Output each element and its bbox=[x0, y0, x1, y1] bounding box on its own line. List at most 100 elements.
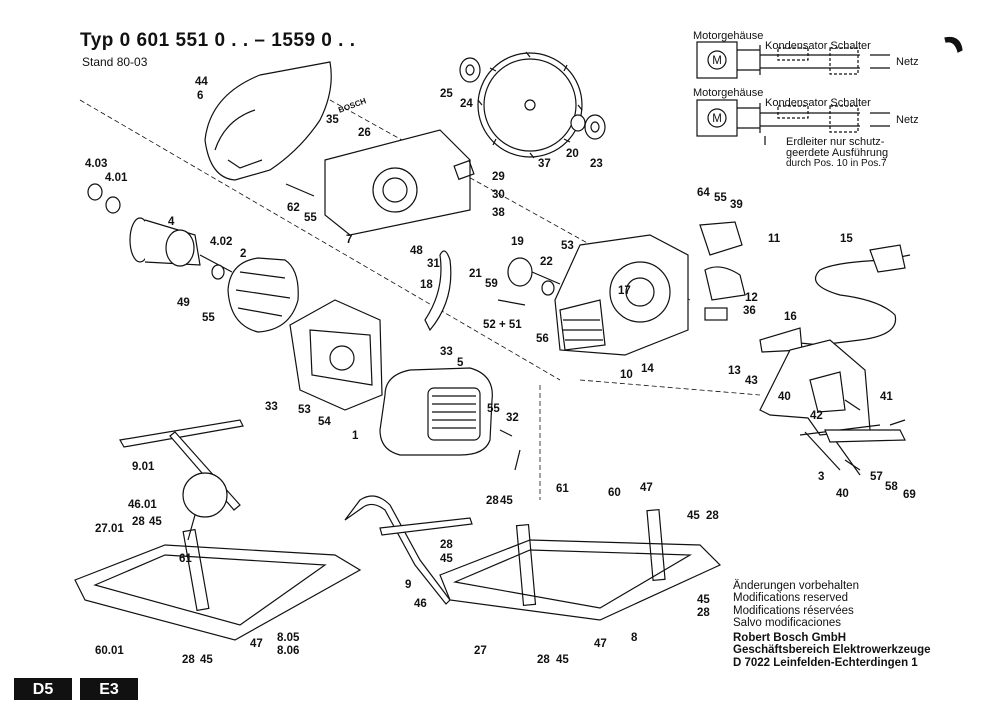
part-number-p61b: 61 bbox=[556, 483, 569, 495]
page-tab-e3: E3 bbox=[80, 678, 138, 700]
capacitor-switch-label-1: Kondensator Schalter bbox=[765, 40, 871, 52]
part-number-p23: 23 bbox=[590, 158, 603, 170]
part-number-p22: 22 bbox=[540, 256, 553, 268]
part-number-p45c: 45 bbox=[687, 510, 700, 522]
part-number-p17: 17 bbox=[618, 285, 631, 297]
part-number-p806: 8.06 bbox=[277, 645, 300, 657]
part-number-p403: 4.03 bbox=[85, 158, 108, 170]
part-number-p42: 42 bbox=[810, 410, 823, 422]
part-number-p47a: 47 bbox=[250, 638, 263, 650]
part-number-p28f: 28 bbox=[697, 607, 710, 619]
motor-housing-label-1: Motorgehäuse bbox=[693, 30, 764, 42]
part-number-p56: 56 bbox=[536, 333, 549, 345]
part-number-p2701: 27.01 bbox=[95, 523, 124, 535]
part-number-p28e: 28 bbox=[440, 539, 453, 551]
part-number-p33b: 33 bbox=[265, 401, 278, 413]
part-number-p53b: 53 bbox=[298, 404, 311, 416]
part-number-p20: 20 bbox=[566, 148, 579, 160]
netz-label-2: Netz bbox=[896, 114, 919, 126]
company-name: Robert Bosch GmbH bbox=[733, 632, 847, 644]
part-number-p32: 32 bbox=[506, 412, 519, 424]
part-number-p31: 31 bbox=[427, 258, 440, 270]
part-number-p7: 7 bbox=[346, 234, 353, 246]
part-number-p28b: 28 bbox=[182, 654, 195, 666]
part-number-p15: 15 bbox=[840, 233, 853, 245]
part-number-p28g: 28 bbox=[537, 654, 550, 666]
part-number-p29: 29 bbox=[492, 171, 505, 183]
part-number-p1: 1 bbox=[352, 430, 359, 442]
part-number-p11: 11 bbox=[768, 233, 781, 245]
earth-note-line3: durch Pos. 10 in Pos.7 bbox=[786, 158, 887, 169]
part-number-p28c: 28 bbox=[486, 495, 499, 507]
part-number-p30: 30 bbox=[492, 189, 505, 201]
earth-note-line1: Erdleiter nur schutz- bbox=[786, 136, 885, 148]
wiring-diagram-1 bbox=[696, 41, 890, 79]
part-number-p39: 39 bbox=[730, 199, 743, 211]
company-address: Robert Bosch GmbH Geschäftsbereich Elekt… bbox=[733, 632, 931, 669]
part-number-p402: 4.02 bbox=[210, 236, 233, 248]
company-location: D 7022 Leinfelden-Echterdingen 1 bbox=[733, 656, 918, 669]
base-plate-right bbox=[439, 508, 722, 621]
part-number-p24: 24 bbox=[460, 98, 473, 110]
saw-blade bbox=[477, 51, 583, 159]
part-number-p45f: 45 bbox=[697, 594, 710, 606]
part-number-p28a: 28 bbox=[132, 516, 145, 528]
part-number-p4: 4 bbox=[168, 216, 175, 228]
part-number-p49: 49 bbox=[177, 297, 190, 309]
part-number-p4601: 46.01 bbox=[128, 499, 157, 511]
mod-line: Modifications réservées bbox=[733, 604, 854, 617]
capacitor-switch-label-2: Kondensator Schalter bbox=[765, 97, 871, 109]
gear-housing-cover bbox=[324, 129, 475, 236]
page-tab-d5: D5 bbox=[14, 678, 72, 700]
blade-guard bbox=[204, 61, 332, 181]
part-number-p48: 48 bbox=[410, 245, 423, 257]
part-number-p43: 43 bbox=[745, 375, 758, 387]
part-number-p9: 9 bbox=[405, 579, 412, 591]
field-coil bbox=[227, 257, 299, 333]
rear-handle bbox=[759, 339, 881, 476]
part-number-p59: 59 bbox=[485, 278, 498, 290]
part-number-p55d: 55 bbox=[487, 403, 500, 415]
part-number-p58: 58 bbox=[885, 481, 898, 493]
netz-label-1: Netz bbox=[896, 56, 919, 68]
part-number-p44: 44 bbox=[195, 76, 208, 88]
part-number-p55a: 55 bbox=[202, 312, 215, 324]
part-number-p6001: 60.01 bbox=[95, 645, 124, 657]
part-number-p40a: 40 bbox=[778, 391, 791, 403]
part-number-p25: 25 bbox=[440, 88, 453, 100]
part-number-p64: 64 bbox=[697, 187, 710, 199]
part-number-p53a: 53 bbox=[561, 240, 574, 252]
motor-symbol-1: M bbox=[712, 55, 722, 67]
part-number-p12: 12 bbox=[745, 292, 758, 304]
part-number-p41: 41 bbox=[880, 391, 893, 403]
part-number-p37: 37 bbox=[538, 158, 551, 170]
part-number-p55c: 55 bbox=[714, 192, 727, 204]
part-number-p69: 69 bbox=[903, 489, 916, 501]
part-number-p401: 4.01 bbox=[105, 172, 128, 184]
part-number-p5: 5 bbox=[457, 357, 464, 369]
part-number-p805: 8.05 bbox=[277, 632, 300, 644]
motor-housing bbox=[289, 299, 383, 411]
base-plate-left bbox=[74, 528, 362, 641]
part-number-p14: 14 bbox=[641, 363, 654, 375]
part-number-p35: 35 bbox=[326, 114, 339, 126]
earth-note-line2: geerdete Ausführung bbox=[786, 147, 889, 159]
part-number-p46: 46 bbox=[414, 598, 427, 610]
part-number-p21: 21 bbox=[469, 268, 482, 280]
part-number-p38: 38 bbox=[492, 207, 505, 219]
part-number-p36: 36 bbox=[743, 305, 756, 317]
part-number-p8: 8 bbox=[631, 632, 638, 644]
armature bbox=[87, 183, 233, 280]
part-number-p33a: 33 bbox=[440, 346, 453, 358]
mod-line: Salvo modificaciones bbox=[733, 617, 842, 630]
part-number-p60: 60 bbox=[608, 487, 621, 499]
motor-symbol-2: M bbox=[712, 113, 722, 125]
part-number-p19: 19 bbox=[511, 236, 524, 248]
revision-stand: Stand 80-03 bbox=[82, 55, 148, 69]
modifications-notice: Änderungen vorbehalten Modifications res… bbox=[733, 580, 859, 630]
part-number-p13: 13 bbox=[728, 365, 741, 377]
part-number-p10: 10 bbox=[620, 369, 633, 381]
part-number-p45e: 45 bbox=[440, 553, 453, 565]
mod-line: Modifications reserved bbox=[733, 592, 849, 605]
part-number-p55b: 55 bbox=[304, 212, 317, 224]
